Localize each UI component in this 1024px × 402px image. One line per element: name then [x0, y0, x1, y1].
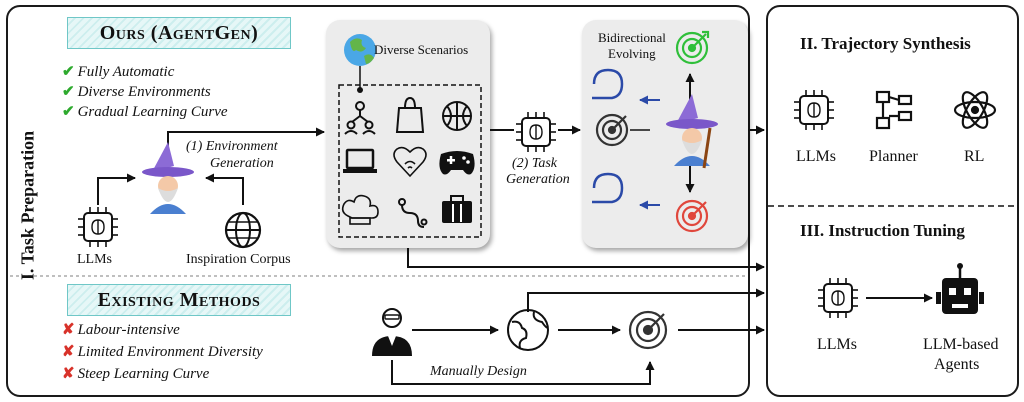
robot-icon: [936, 263, 984, 314]
arrow-manual-design: [391, 360, 655, 385]
cross-icon: ✘: [62, 366, 75, 382]
people-icon: [344, 101, 376, 135]
instruction-tuning-title: III. Instruction Tuning: [800, 221, 965, 240]
tuning-chip-icon: [818, 278, 858, 318]
ours-feature-1: ✔Fully Automatic: [62, 64, 175, 80]
target-red-icon: [675, 199, 709, 233]
basketball-icon: [442, 101, 472, 131]
env-generation-label-1: (1) Environment: [186, 139, 278, 154]
existing-feature-1: ✘Labour-intensive: [62, 322, 180, 338]
ours-banner: Ours (AgentGen): [67, 17, 291, 49]
task-chip-icon: [516, 112, 556, 152]
existing-banner: Existing Methods: [67, 284, 291, 316]
target-gray-icon: [595, 113, 629, 147]
trajectory-synthesis-panel: [766, 5, 1019, 397]
target-green-icon: [675, 30, 710, 65]
globe-icon: [224, 211, 262, 249]
manually-design-label: Manually Design: [430, 364, 527, 379]
heart-connection-icon: [393, 146, 427, 178]
existing-feature-2: ✘Limited Environment Diversity: [62, 344, 263, 360]
task-generation-label-2: Generation: [506, 172, 570, 187]
scenario-frame: [338, 84, 482, 238]
planner-icon: [875, 90, 913, 130]
bidirectional-label-1: Bidirectional: [598, 30, 666, 45]
arrow-scenarios-to-tuning: [407, 248, 765, 272]
llm-chip-icon: [794, 90, 834, 130]
ours-feature-3: ✔Gradual Learning Curve: [62, 104, 228, 120]
ours-feature-2: ✔Diverse Environments: [62, 84, 211, 100]
shopping-bag-icon: [395, 96, 425, 133]
bidirectional-evolving-box: [582, 20, 748, 248]
briefcase-icon: [442, 195, 472, 223]
chef-hat-icon: [341, 194, 379, 225]
target-existing-icon: [628, 310, 668, 350]
cross-icon: ✘: [62, 322, 75, 338]
trajectory-synthesis-title: II. Trajectory Synthesis: [800, 34, 971, 53]
existing-feature-3: ✘Steep Learning Curve: [62, 366, 210, 382]
check-icon: ✔: [62, 64, 75, 80]
tuning-llms-label: LLMs: [817, 336, 857, 353]
tuning-agents-label-1: LLM-based: [923, 336, 999, 353]
earth-outline-icon: [507, 309, 549, 351]
person-suit-icon: [372, 308, 412, 356]
wizard-right-icon: [666, 94, 718, 169]
arrow-globe-to-tuning: [527, 288, 765, 312]
env-generation-label-2: Generation: [210, 156, 274, 171]
check-icon: ✔: [62, 104, 75, 120]
arrow-corpus-to-wizard: [205, 173, 244, 205]
diverse-scenarios-label: Diverse Scenarios: [374, 42, 469, 57]
inspiration-corpus-label: Inspiration Corpus: [186, 252, 291, 267]
chip-icon: [78, 207, 118, 247]
check-icon: ✔: [62, 84, 75, 100]
gamepad-icon: [439, 151, 475, 175]
route-icon: [398, 198, 428, 228]
earth-icon: [344, 34, 376, 93]
cross-icon: ✘: [62, 344, 75, 360]
trajectory-item-planner: Planner: [869, 148, 918, 165]
llms-label-left: LLMs: [77, 252, 112, 267]
atom-icon: [953, 91, 997, 129]
bidirectional-label-2: Evolving: [608, 46, 656, 61]
trajectory-item-rl: RL: [964, 148, 985, 165]
task-preparation-title: I. Task Preparation: [17, 130, 38, 281]
evolve-harder-icon: [592, 68, 624, 100]
tuning-agents-label-2: Agents: [934, 356, 980, 373]
wizard-icon: [142, 142, 194, 214]
task-generation-label-1: (2) Task: [512, 156, 557, 171]
laptop-icon: [343, 148, 377, 173]
evolve-easier-icon: [592, 172, 624, 204]
trajectory-item-llms: LLMs: [796, 148, 836, 165]
arrow-llms-to-wizard: [97, 173, 136, 205]
